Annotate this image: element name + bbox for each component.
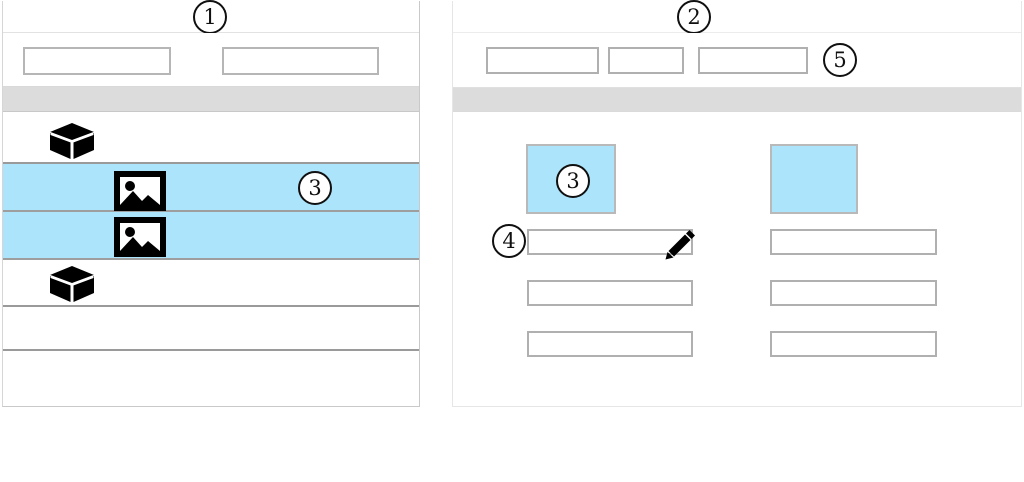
right-toolbar-field-1[interactable] bbox=[486, 47, 599, 74]
list-row-3[interactable] bbox=[3, 212, 419, 260]
list-row-1[interactable] bbox=[3, 112, 419, 164]
marker-4: 4 bbox=[492, 224, 526, 258]
right-toolbar-field-2[interactable] bbox=[608, 47, 684, 74]
marker-3-left: 3 bbox=[298, 171, 332, 205]
left-panel: 1 bbox=[2, 0, 420, 407]
right-panel-titlebar: 2 bbox=[453, 0, 1021, 34]
image-icon bbox=[113, 216, 167, 258]
field-left-3[interactable] bbox=[527, 331, 693, 357]
thumbnail-2[interactable] bbox=[770, 144, 858, 214]
cube-icon bbox=[49, 265, 95, 303]
list-row-4[interactable] bbox=[3, 260, 419, 307]
list-row-2[interactable]: 3 bbox=[3, 164, 419, 212]
left-panel-toolbar bbox=[3, 33, 419, 87]
thumbnail-1[interactable]: 3 bbox=[526, 144, 616, 214]
pencil-icon[interactable] bbox=[663, 228, 697, 260]
right-panel: 2 5 3 4 bbox=[452, 0, 1022, 407]
field-left-1[interactable] bbox=[527, 229, 695, 260]
field-right-3[interactable] bbox=[770, 331, 937, 357]
field-right-1[interactable] bbox=[770, 229, 937, 255]
marker-1: 1 bbox=[193, 0, 227, 34]
field-left-2[interactable] bbox=[527, 280, 693, 306]
field-right-2[interactable] bbox=[770, 280, 937, 306]
right-panel-column-header bbox=[453, 87, 1021, 112]
left-panel-list: 3 bbox=[3, 112, 419, 397]
cube-icon bbox=[49, 122, 95, 160]
marker-2: 2 bbox=[677, 0, 711, 34]
marker-5: 5 bbox=[823, 43, 857, 77]
left-toolbar-field-2[interactable] bbox=[222, 47, 379, 75]
marker-3-right: 3 bbox=[556, 164, 590, 198]
left-panel-column-header bbox=[3, 87, 419, 112]
right-panel-toolbar: 5 bbox=[453, 33, 1021, 87]
list-row-6[interactable] bbox=[3, 351, 419, 397]
left-panel-titlebar: 1 bbox=[3, 0, 419, 34]
left-toolbar-field-1[interactable] bbox=[23, 47, 171, 75]
right-toolbar-field-3[interactable] bbox=[698, 47, 808, 74]
image-icon bbox=[113, 170, 167, 212]
list-row-5[interactable] bbox=[3, 307, 419, 351]
right-panel-body: 3 4 bbox=[453, 112, 1021, 406]
